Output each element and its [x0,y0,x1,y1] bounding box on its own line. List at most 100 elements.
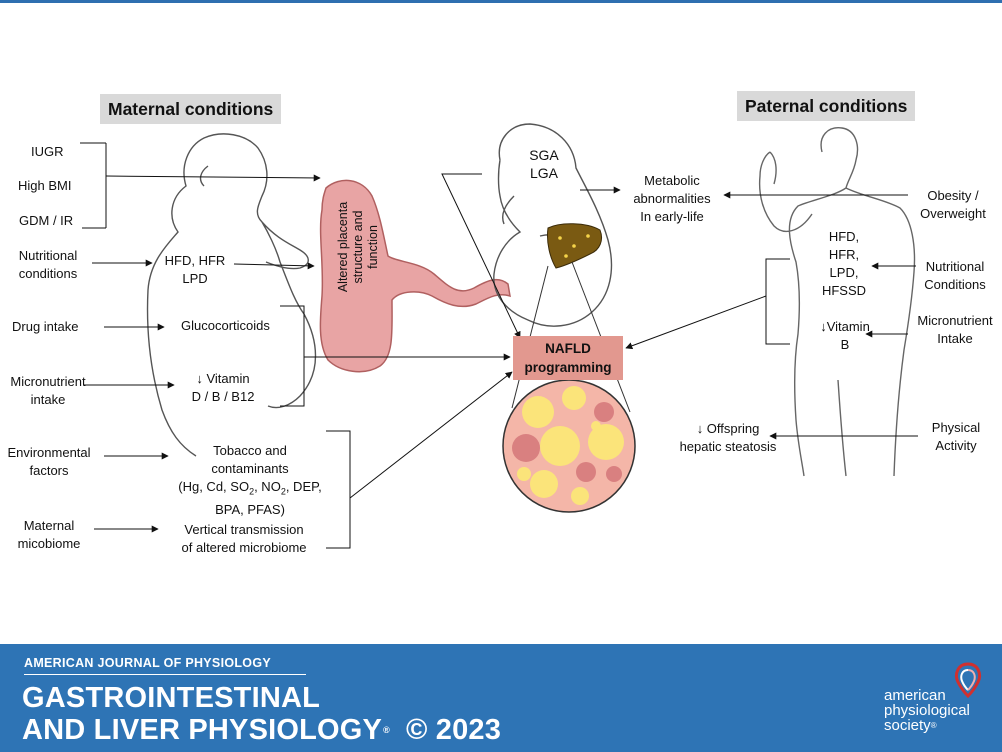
factor-microbiome-line2: micobiome [17,536,81,551]
vertical-line1: Vertical transmission [184,522,304,537]
vertical-transmission-label: Vertical transmission of altered microbi… [164,521,324,557]
tobacco-line3-part2: , NO [254,479,281,494]
maternal-vitamin-line2: D / B / B12 [191,389,255,404]
top-rule [0,0,1002,3]
paternal-vitamin-line1: ↓Vitamin [820,319,870,334]
arrow-paternal-to-nafld [625,295,767,350]
factor-micronutrient-line2: intake [30,392,66,407]
offspring-steatosis-label: ↓ Offspring hepatic steatosis [666,420,790,456]
arrow-diet-to-placenta [233,262,315,270]
journal-series-title: AMERICAN JOURNAL OF PHYSIOLOGY [24,656,271,670]
maternal-vitamin-line1: ↓ Vitamin [196,371,250,386]
maternal-diet-line2: LPD [182,271,208,286]
aps-line3-text: society [884,717,931,734]
arrow-fetus-to-nafld [441,173,521,339]
tobacco-line3-part3: , DEP, [285,479,322,494]
paternal-diet-line4: HFSSD [821,283,867,298]
factor-micronutrient-intake: Micronutrient intake [4,373,92,409]
bracket-maternal-inner [280,305,305,407]
metabolic-line1: Metabolic [644,173,700,188]
paternal-micronutrient-line1: Micronutrient [917,313,993,328]
placenta-shape [319,179,511,373]
factor-nutritional-line2: conditions [18,266,78,281]
paternal-micronutrient-line2: Intake [937,331,973,346]
man-outline [758,127,916,477]
tobacco-line3-part1: (Hg, Cd, SO [178,479,250,494]
paternal-nutritional-line1: Nutritional [925,259,985,274]
liver-dot [586,234,590,238]
liver-dot [564,254,568,258]
obesity-line1: Obesity / [927,188,979,203]
factor-paternal-nutritional: Nutritional Conditions [912,258,998,294]
journal-footer: AMERICAN JOURNAL OF PHYSIOLOGY GASTROINT… [0,644,1002,752]
arrow-environment-to-nafld [349,371,513,499]
journal-rule [24,674,306,675]
nafld-line2: programming [524,360,612,375]
factor-iugr: IUGR [31,144,64,159]
tobacco-line1: Tobacco and [213,443,287,458]
factor-nutritional-line1: Nutritional [18,248,78,263]
liver-tissue-circle [502,379,636,513]
lga-label: LGA [529,165,558,181]
metabolic-line3: In early-life [640,209,704,224]
paternal-diet-line3: LPD, [829,265,859,280]
paternal-vitamin-label: ↓Vitamin B [810,318,880,354]
placenta-label: Altered placenta structure and function [336,172,381,322]
factor-physical-activity: Physical Activity [918,419,994,455]
factor-environmental: Environmental factors [0,444,98,480]
paternal-diet-line1: HFD, [828,229,860,244]
paternal-nutritional-line2: Conditions [924,277,986,292]
paternal-diet-label: HFD, HFR, LPD, HFSSD [812,228,876,300]
maternal-diet-line1: HFD, HFR [164,253,226,268]
factor-paternal-micronutrient: Micronutrient Intake [908,312,1002,348]
offspring-line2: hepatic steatosis [679,439,777,454]
journal-title-line2: AND LIVER PHYSIOLOGY® © 2023 [22,714,501,746]
aps-registered-mark: ® [930,721,937,730]
sga-label: SGA [529,147,559,163]
figure-canvas [80,123,918,549]
paternal-heading: Paternal conditions [737,91,916,121]
factor-maternal-microbiome: Maternal micobiome [14,517,84,553]
aps-line3: society® [884,718,970,733]
liver-dot [572,244,576,248]
factor-drug-intake: Drug intake [12,319,79,334]
fetus-size-label: SGA LGA [522,146,566,182]
pregnant-woman-outline [146,133,317,457]
factor-nutritional-conditions: Nutritional conditions [8,247,88,283]
vertical-line2: of altered microbiome [181,540,307,555]
nafld-line1: NAFLD [545,341,591,356]
aps-line1: american [884,687,946,704]
obesity-line2: Overweight [920,206,986,221]
maternal-diet-label: HFD, HFR LPD [156,252,234,288]
factor-environmental-line1: Environmental [7,445,91,460]
placenta-line1: Altered placenta [336,201,350,293]
placenta-line2: structure and [351,210,365,284]
journal-title-line2-text: AND LIVER PHYSIOLOGY [22,714,383,746]
aps-logo-icon [954,662,982,699]
factor-micronutrient-line1: Micronutrient [10,374,86,389]
liver-dot [558,236,562,240]
physical-line2: Activity [935,438,977,453]
paternal-vitamin-line2: B [840,337,850,352]
aps-society-name: american physiological society® [884,688,970,733]
arrow-iugr-to-placenta [105,174,321,182]
bracket-paternal [765,258,790,345]
bracket-environment [326,430,351,549]
metabolic-abnormalities-label: Metabolic abnormalities In early-life [622,172,722,226]
placenta-line3: function [366,225,380,269]
factor-obesity: Obesity / Overweight [910,187,996,223]
maternal-vitamin-label: ↓ Vitamin D / B / B12 [178,370,268,406]
copyright-notice: © 2023 [405,714,502,746]
tobacco-line3-sub2: 2 [280,486,286,497]
journal-title-line1: GASTROINTESTINAL [22,682,321,714]
tobacco-line2: contaminants [211,461,289,476]
aps-line2: physiological [884,702,970,719]
registered-mark: ® [383,725,390,735]
tobacco-line3: (Hg, Cd, SO2, NO2, DEP, [150,478,350,501]
metabolic-line2: abnormalities [633,191,711,206]
physical-line1: Physical [931,420,981,435]
tobacco-line3-sub1: 2 [249,486,255,497]
nafld-programming-box: NAFLD programming [513,336,623,380]
factor-environmental-line2: factors [29,463,69,478]
tobacco-line4: BPA, PFAS) [215,501,285,517]
